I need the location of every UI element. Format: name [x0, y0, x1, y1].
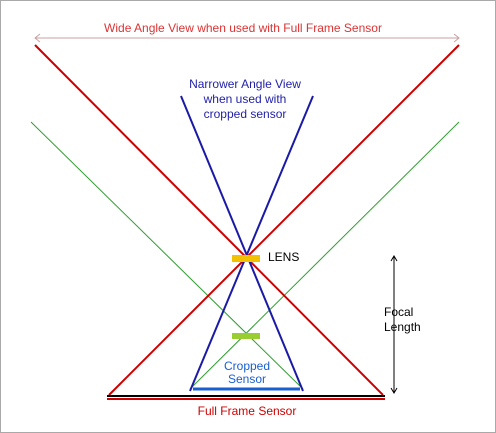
full-frame-sensor-bar: [107, 395, 385, 400]
narrow-angle-rays: [180, 95, 314, 392]
crop-field-rays: [30, 121, 460, 390]
cropped-sensor-label-line2: Sensor: [228, 372, 266, 386]
focal-label-line1: Focal: [384, 305, 413, 319]
cropped-sensor-label-line1: Cropped: [224, 359, 270, 373]
wide-angle-width-arrow: [34, 33, 460, 43]
lens-label: LENS: [268, 250, 299, 264]
focal-label-line2: Length: [384, 320, 421, 334]
focal-length-arrow: [390, 255, 398, 394]
wide-angle-rays: [34, 44, 460, 396]
wide-angle-label: Wide Angle View when used with Full Fram…: [104, 21, 382, 35]
crop-sensor-marker: [232, 333, 260, 339]
narrow-angle-label-line2: when used with: [203, 92, 287, 106]
narrow-angle-label-line1: Narrower Angle View: [189, 77, 301, 91]
lens-marker: [232, 255, 260, 262]
narrow-angle-label-line3: cropped sensor: [204, 107, 287, 121]
full-frame-sensor-label: Full Frame Sensor: [198, 404, 297, 418]
